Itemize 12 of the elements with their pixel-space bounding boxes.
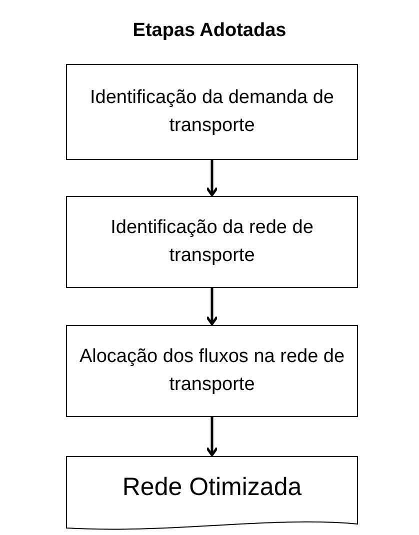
box-text: Identificação da rede de transporte [110, 216, 314, 268]
diagram-title: Etapas Adotadas [132, 19, 288, 43]
arrow [206, 288, 218, 326]
document-box [66, 456, 358, 532]
process-box [66, 64, 358, 160]
arrow [206, 160, 218, 196]
arrow [206, 417, 218, 456]
box-text: Identificação da demanda de transporte [88, 86, 335, 138]
box-text: Rede Otimizada [122, 472, 302, 504]
box-text: Alocação dos fluxos na rede de transporte [79, 344, 345, 397]
process-box [66, 196, 358, 288]
process-box [66, 325, 358, 417]
